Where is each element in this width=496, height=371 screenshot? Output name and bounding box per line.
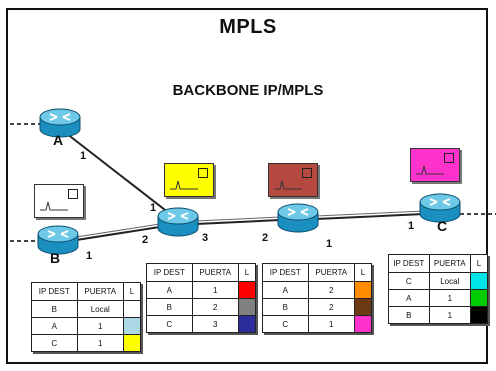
table-r1-port-3: 3 — [191, 315, 240, 333]
port-r2-1: 1 — [326, 238, 333, 250]
diagram-frame — [6, 8, 488, 364]
table-r1-swatch-3 — [238, 315, 256, 333]
router-r1-icon — [157, 207, 199, 237]
table-r2-port-1: 2 — [307, 281, 356, 299]
table-row: B 1 — [388, 306, 488, 324]
table-b-swatch-3 — [123, 334, 141, 352]
table-row: C 1 — [262, 315, 372, 333]
port-b-1: 1 — [86, 250, 93, 262]
routing-table-r2: IP DEST PUERTA L A 2 B 2 C 1 — [262, 263, 372, 333]
table-r1-dest-1: A — [146, 281, 193, 299]
table-row: B Local — [31, 300, 141, 318]
routing-table-c: IP DEST PUERTA L C Local A 1 B 1 — [388, 254, 488, 324]
table-c-dest-2: A — [388, 289, 430, 307]
link-r2-c — [315, 213, 425, 220]
table-r1-swatch-2 — [238, 298, 256, 316]
table-r2-header-dest: IP DEST — [262, 263, 309, 282]
link-b-r1 — [69, 225, 167, 242]
router-a-label: A — [53, 132, 64, 148]
table-c-port-1: Local — [428, 272, 472, 290]
table-b-dest-1: B — [31, 300, 78, 318]
table-r1-header-dest: IP DEST — [146, 263, 193, 282]
table-b-header-dest: IP DEST — [31, 282, 78, 301]
table-c-port-3: 1 — [428, 306, 472, 324]
table-r2-swatch-1 — [354, 281, 372, 299]
table-r2-port-3: 1 — [307, 315, 356, 333]
router-b-label: B — [50, 250, 61, 266]
table-r1-dest-2: B — [146, 298, 193, 316]
table-c-port-2: 1 — [428, 289, 472, 307]
table-r1-header-label: L — [238, 263, 256, 282]
table-row: C Local — [388, 272, 488, 290]
table-r1-header-port: PUERTA — [191, 263, 240, 282]
port-r1-1: 1 — [150, 202, 157, 214]
diagram-title: MPLS — [219, 16, 277, 38]
table-r1-dest-3: C — [146, 315, 193, 333]
table-row: C 3 — [146, 315, 256, 333]
table-c-swatch-1 — [470, 272, 488, 290]
table-row: A 1 — [146, 281, 256, 299]
table-r1-swatch-1 — [238, 281, 256, 299]
table-b-dest-3: C — [31, 334, 78, 352]
table-b-header-label: L — [123, 282, 141, 301]
link-r1-r2-shadow — [195, 216, 281, 222]
port-r2-2: 2 — [262, 232, 269, 244]
link-r2-c-shadow — [315, 210, 425, 217]
routing-table-r1: IP DEST PUERTA L A 1 B 2 C 3 — [146, 263, 256, 333]
port-a-1: 1 — [80, 150, 87, 162]
table-c-header-dest: IP DEST — [388, 254, 430, 273]
table-r2-dest-2: B — [262, 298, 309, 316]
table-row: C 1 — [31, 334, 141, 352]
table-row: B 2 — [146, 298, 256, 316]
table-b-swatch-2 — [123, 317, 141, 335]
table-r2-dest-3: C — [262, 315, 309, 333]
link-b-r1-shadow — [69, 222, 167, 239]
table-r1-port-1: 1 — [191, 281, 240, 299]
table-b-port-1: Local — [76, 300, 125, 318]
router-r2-icon — [277, 203, 319, 233]
table-c-header-label: L — [470, 254, 488, 273]
table-c-swatch-2 — [470, 289, 488, 307]
table-b-port-2: 1 — [76, 317, 125, 335]
port-r1-3: 3 — [202, 232, 209, 244]
table-c-swatch-3 — [470, 306, 488, 324]
link-r1-r2 — [195, 219, 281, 225]
table-row: B 2 — [262, 298, 372, 316]
table-r2-swatch-3 — [354, 315, 372, 333]
table-r2-swatch-2 — [354, 298, 372, 316]
table-r2-port-2: 2 — [307, 298, 356, 316]
table-r2-dest-1: A — [262, 281, 309, 299]
packet-yellow-icon — [164, 163, 214, 197]
table-c-dest-1: C — [388, 272, 430, 290]
link-a-r1 — [61, 129, 179, 221]
table-c-dest-3: B — [388, 306, 430, 324]
packet-brown-icon — [268, 163, 318, 197]
port-c-1: 1 — [408, 220, 415, 232]
table-r1-port-2: 2 — [191, 298, 240, 316]
table-row: A 1 — [31, 317, 141, 335]
table-b-swatch-1 — [123, 300, 141, 318]
table-b-port-3: 1 — [76, 334, 125, 352]
table-b-dest-2: A — [31, 317, 78, 335]
router-c-label: C — [437, 218, 448, 234]
table-r2-header-port: PUERTA — [307, 263, 356, 282]
table-row: A 1 — [388, 289, 488, 307]
table-row: A 2 — [262, 281, 372, 299]
table-c-header-port: PUERTA — [428, 254, 472, 273]
diagram-subtitle: BACKBONE IP/MPLS — [172, 82, 324, 99]
packet-magenta-icon — [410, 148, 460, 182]
packet-white-icon — [34, 184, 84, 218]
table-b-header-port: PUERTA — [76, 282, 125, 301]
port-r1-2: 2 — [142, 234, 149, 246]
routing-table-b: IP DEST PUERTA L B Local A 1 C 1 — [31, 282, 141, 352]
table-r2-header-label: L — [354, 263, 372, 282]
